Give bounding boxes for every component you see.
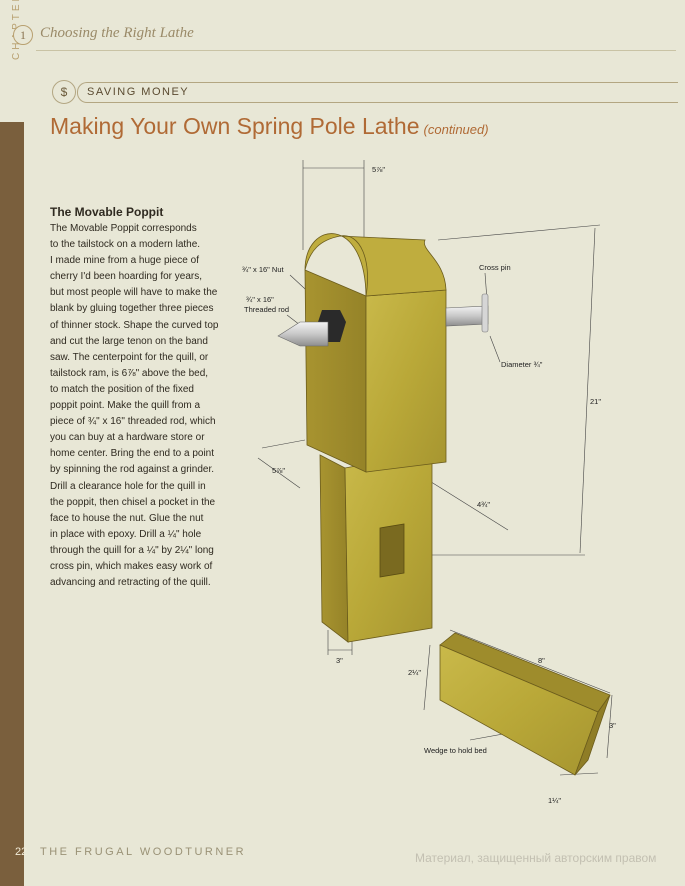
copyright-watermark: Материал, защищенный авторским правом (415, 851, 657, 865)
chapter-title: Choosing the Right Lathe (40, 25, 194, 41)
body-line: blank by gluing together three pieces (50, 303, 214, 315)
label-cross-pin: Cross pin (479, 263, 511, 272)
body-line: I made mine from a huge piece of (50, 255, 199, 267)
body-line: poppit point. Make the quill from a (50, 400, 201, 412)
label-nut: ¾" x 16" Nut (242, 265, 285, 274)
section-pill (77, 82, 678, 103)
body-line: Drill a clearance hole for the quill in (50, 480, 206, 492)
body-line: face to house the nut. Glue the nut (50, 512, 204, 524)
chapter-spine (0, 0, 24, 886)
title-main: Making Your Own Spring Pole Lathe (50, 113, 420, 139)
dim-wedge-height-right: 3" (609, 721, 616, 730)
book-title: THE FRUGAL WOODTURNER (40, 846, 247, 858)
body-line: you can buy at a hardware store or (50, 432, 205, 444)
body-line: the poppit, then chisel a pocket in the (50, 496, 216, 508)
dim-height: 21" (590, 397, 601, 406)
body-line: tailstock ram, is 6⅞" above the bed, (50, 367, 209, 379)
label-rod-1: ¾" x 16" (246, 295, 274, 304)
body-line: but most people will have to make the (50, 287, 218, 299)
poppit-diagram: 5⅞" 21" 5⅞" 4¾" 3" 8" 2¼" 3" 1¼" ¾" x 16… (242, 160, 616, 805)
body-line: piece of ¾" x 16" threaded rod, which (50, 416, 216, 428)
dollar-icon: $ (52, 80, 76, 104)
dim-wedge-length: 8" (538, 656, 545, 665)
label-rod-2: Threaded rod (244, 305, 289, 314)
label-wedge: Wedge to hold bed (424, 746, 487, 755)
dim-top-width: 5⅞" (372, 165, 385, 174)
body-line: saw. The centerpoint for the quill, or (50, 351, 209, 363)
body-line: to the tailstock on a modern lathe. (50, 239, 201, 251)
title-suffix: (continued) (423, 122, 489, 137)
chapter-number: 1 (13, 25, 33, 45)
label-diameter: Diameter ¾" (501, 360, 543, 369)
dim-wedge-thickness: 1¼" (548, 796, 561, 805)
body-line: by spinning the rod against a grinder. (50, 464, 214, 476)
page-number: 22 (15, 846, 28, 858)
dim-wedge-height-left: 2¼" (408, 668, 421, 677)
body-line: home center. Bring the end to a point (50, 448, 214, 460)
dim-tenon: 3" (336, 656, 343, 665)
dim-front-width: 4¾" (477, 500, 490, 509)
body-line: of thinner stock. Shape the curved top (50, 319, 219, 331)
body-line: cross pin, which makes easy work of (50, 560, 213, 572)
section-label: SAVING MONEY (87, 86, 190, 98)
body-line: The Movable Poppit corresponds (50, 223, 197, 234)
body-line: and cut the large tenon on the band (50, 335, 208, 347)
dim-side-depth: 5⅞" (272, 466, 285, 475)
body-line: through the quill for a ¼" by 2¼" long (50, 544, 214, 556)
body-line: advancing and retracting of the quill. (50, 577, 211, 589)
header-rule (36, 50, 676, 51)
sidebar-heading: The Movable Poppit (50, 205, 164, 219)
page-title: Making Your Own Spring Pole Lathe(contin… (50, 113, 489, 140)
body-line: in place with epoxy. Drill a ¼" hole (50, 528, 202, 540)
sidebar-body: The Movable Poppit corresponds to the tai… (50, 221, 240, 591)
body-line: to match the position of the fixed (50, 383, 194, 395)
body-line: cherry I'd been hoarding for years, (50, 271, 202, 283)
